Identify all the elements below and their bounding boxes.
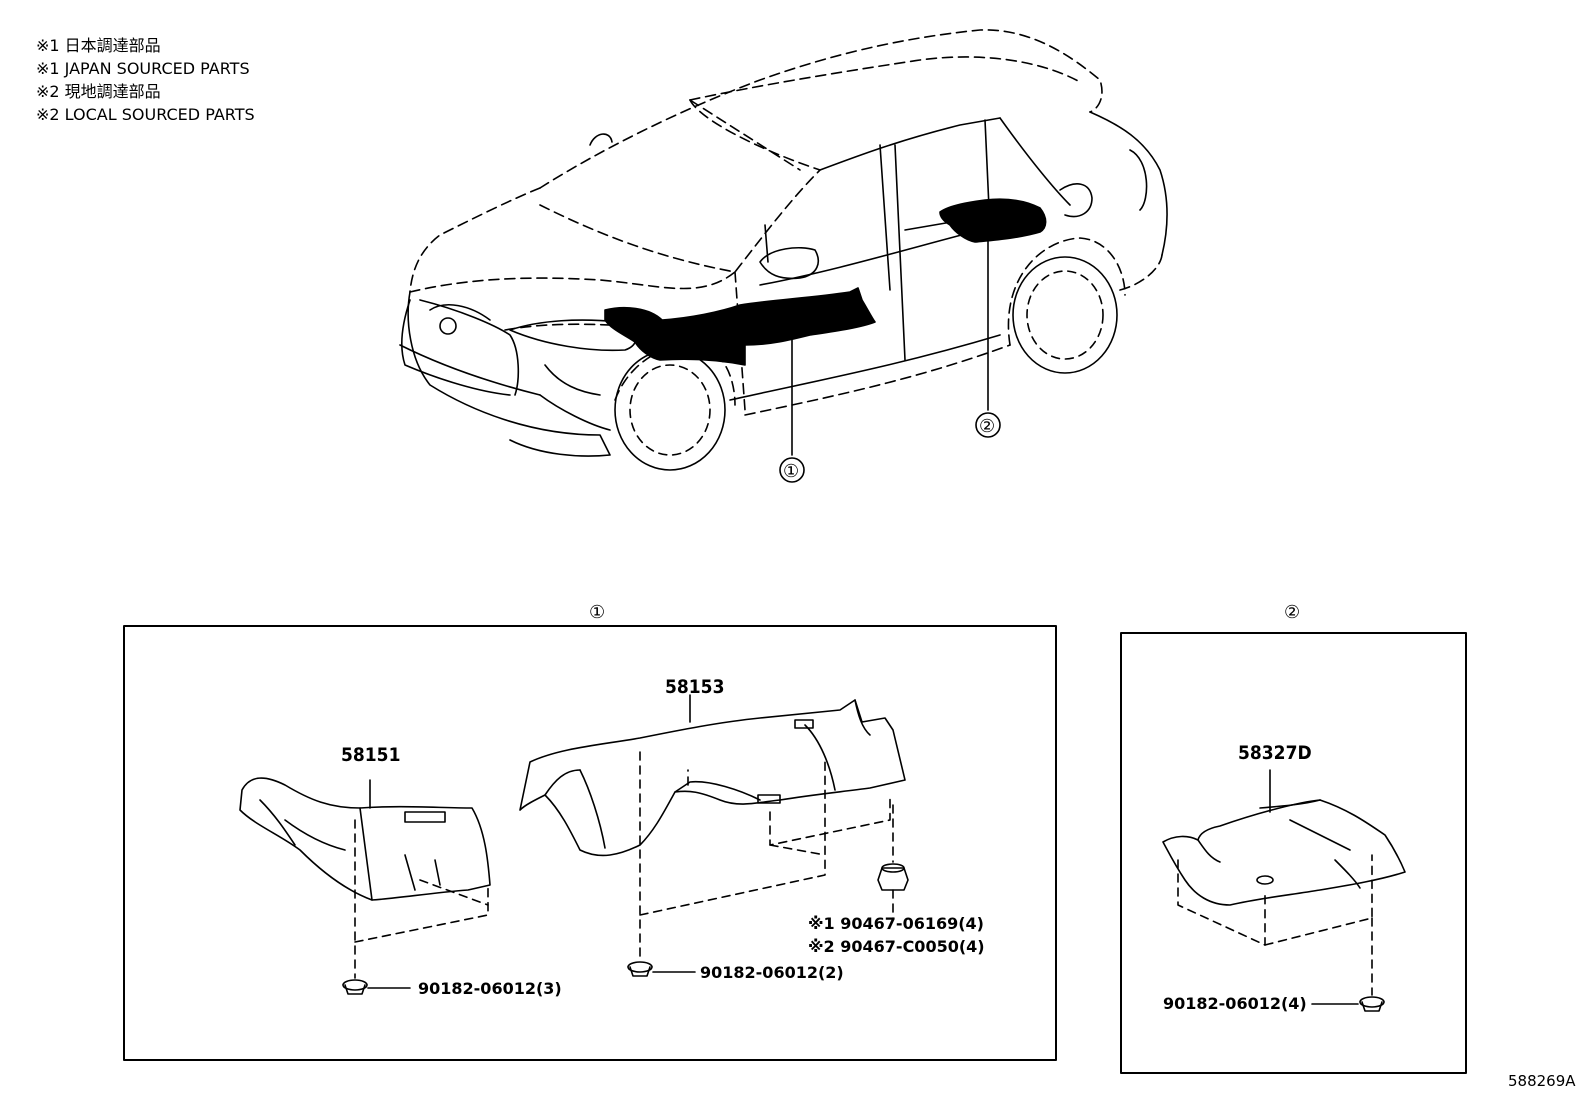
part-58153-shape: [519, 694, 906, 959]
fastener-label-clip-c: 90182-06012(4): [1163, 994, 1307, 1013]
clip-icon: [342, 979, 411, 995]
panel-one-title: ①: [589, 602, 605, 623]
clip-icon: [1311, 996, 1385, 1012]
fastener-label-clip-a: 90182-06012(3): [418, 979, 562, 998]
part-number-58153: 58153: [665, 676, 724, 698]
legend-line-1: ※1 日本調達部品: [36, 36, 161, 55]
legend-line-3: ※2 現地調達部品: [36, 82, 161, 101]
callout-1-marker: [779, 457, 805, 483]
nut-icon: [877, 863, 909, 921]
panel-one-frame: [123, 625, 1057, 1061]
legend-line-4: ※2 LOCAL SOURCED PARTS: [36, 105, 255, 124]
panel-two-frame: [1120, 632, 1467, 1074]
part-58151-shape: [239, 777, 491, 979]
legend-line-2: ※1 JAPAN SOURCED PARTS: [36, 59, 250, 78]
rear-insulator-patch: [939, 198, 1047, 243]
reference-number: 588269A: [1508, 1072, 1576, 1090]
callout-1-label: ①: [783, 461, 799, 482]
part-number-58151: 58151: [341, 744, 400, 766]
vehicle-illustration: [399, 29, 1168, 471]
part-number-58327d: 58327D: [1238, 742, 1312, 764]
fastener-label-nut-japan: ※1 90467-06169(4): [808, 914, 984, 933]
callout-2-marker: [975, 412, 1001, 438]
legend: ※1 日本調達部品 ※1 JAPAN SOURCED PARTS ※2 現地調達…: [36, 34, 255, 126]
callout-2-label: ②: [979, 416, 995, 437]
front-insulator-patch: [604, 287, 876, 366]
fastener-label-nut-local: ※2 90467-C0050(4): [808, 937, 985, 956]
clip-icon: [627, 961, 696, 977]
fastener-label-clip-b: 90182-06012(2): [700, 963, 844, 982]
panel-two-title: ②: [1284, 602, 1300, 623]
part-58327d-shape: [1162, 769, 1406, 996]
